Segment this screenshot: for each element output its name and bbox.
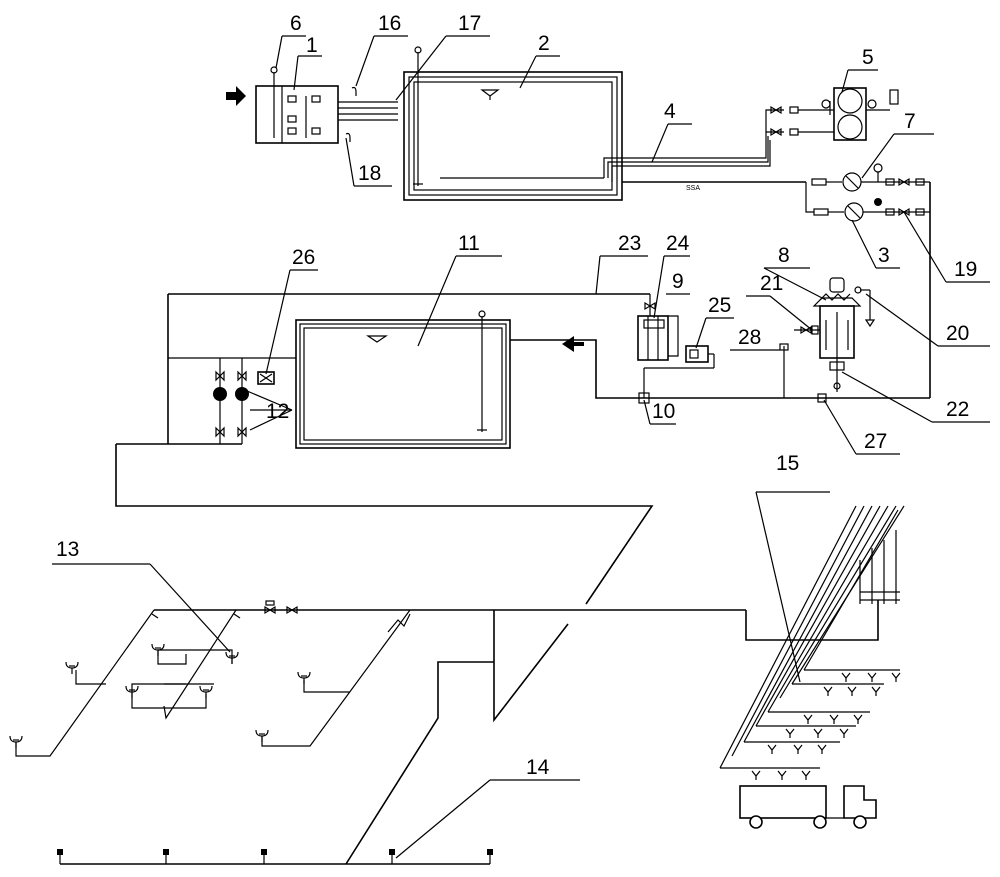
pump-7 [811,163,930,192]
label-5: 5 [862,46,874,69]
sprinkler-branch-middle [255,609,411,747]
gauge-16-icon [351,86,357,96]
label-12: 12 [266,400,289,423]
pumps-12 [116,358,249,445]
label-14: 14 [526,756,550,779]
distribution-15 [719,505,905,781]
sprinkler-network-13 [9,609,241,757]
gauge-18-icon [345,132,351,142]
filter-8 [812,277,876,392]
label-19: 19 [954,258,977,281]
label-23: 23 [618,232,641,255]
unit-1-box [255,66,339,144]
label-1: 1 [306,34,318,57]
label-3: 3 [878,244,890,267]
label-18: 18 [358,162,381,185]
label-22: 22 [946,398,969,421]
callout-labels: 6 1 16 17 2 5 4 7 18 3 19 26 11 23 24 8 … [56,12,977,779]
valve-21 [794,325,820,335]
label-16: 16 [378,12,401,35]
label-27: 27 [864,430,887,453]
unit-9 [637,315,679,361]
label-21: 21 [760,272,783,295]
label-6: 6 [290,12,302,35]
label-15: 15 [776,452,799,475]
label-2: 2 [538,32,550,55]
label-8: 8 [778,244,790,267]
label-24: 24 [666,232,690,255]
valve-main [264,600,298,614]
pump-3 [813,198,930,222]
tank-11 [295,310,511,449]
label-26: 26 [292,246,315,269]
inlet-arrow-icon [226,86,246,106]
tank-2 [403,46,623,201]
sprinkler-line-14 [57,849,493,865]
device-26 [257,371,275,385]
unit-5 [821,87,899,141]
label-20: 20 [946,322,969,345]
leader-lines [52,35,990,859]
label-11: 11 [458,232,480,255]
label-7: 7 [904,110,916,133]
pipe-tag-ssa: SSA [686,185,700,192]
label-4: 4 [664,100,676,123]
label-13: 13 [56,538,79,561]
return-arrow-icon [562,336,584,352]
pipe-bundle-4 [603,106,834,182]
label-10: 10 [652,400,675,423]
label-28: 28 [738,326,761,349]
label-17: 17 [458,12,481,35]
label-25: 25 [708,294,731,317]
label-9: 9 [672,270,684,293]
truck-icon [739,785,877,829]
